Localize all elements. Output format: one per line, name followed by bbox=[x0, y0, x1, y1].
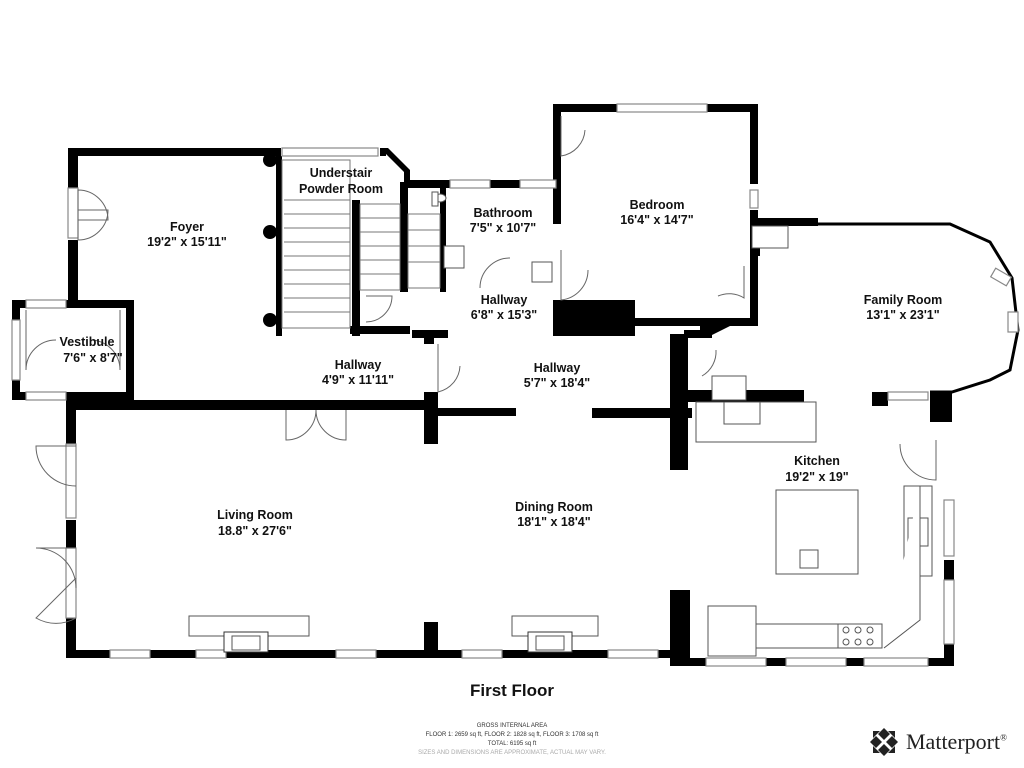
understair-name: Understair bbox=[310, 166, 373, 180]
bathroom-dims: 7'5" x 10'7" bbox=[470, 221, 537, 235]
powder-room-name: Powder Room bbox=[299, 182, 383, 196]
brand-logo: Matterport® bbox=[868, 726, 1007, 758]
doors bbox=[25, 116, 937, 624]
vestibule-dims: 7'6" x 8'7" bbox=[63, 351, 123, 365]
floor-title: First Floor bbox=[469, 681, 555, 700]
kitchen-name: Kitchen bbox=[794, 454, 840, 468]
family-room-name: Family Room bbox=[864, 293, 943, 307]
bedroom-name: Bedroom bbox=[630, 198, 685, 212]
bathroom-name: Bathroom bbox=[473, 206, 532, 220]
stairs bbox=[281, 159, 441, 329]
area-heading: GROSS INTERNAL AREA bbox=[476, 723, 548, 729]
area-floors: FLOOR 1: 2659 sq ft, FLOOR 2: 1828 sq ft… bbox=[425, 732, 599, 738]
foyer-name: Foyer bbox=[170, 220, 204, 234]
dining-room-name: Dining Room bbox=[515, 500, 593, 514]
area-total: TOTAL: 6195 sq ft bbox=[487, 741, 537, 747]
hallway-2-name: Hallway bbox=[335, 358, 382, 372]
vestibule-name: Vestibule bbox=[60, 335, 115, 349]
hallway-1-name: Hallway bbox=[481, 293, 528, 307]
living-room-dims: 18.8" x 27'6" bbox=[218, 524, 292, 538]
hallway-3-dims: 5'7" x 18'4" bbox=[524, 376, 591, 390]
dining-room-dims: 18'1" x 18'4" bbox=[517, 515, 590, 529]
gross-area-summary: GROSS INTERNAL AREA FLOOR 1: 2659 sq ft,… bbox=[0, 722, 1024, 758]
registered-mark: ® bbox=[1000, 732, 1007, 743]
hallway-2-dims: 4'9" x 11'11" bbox=[322, 373, 394, 387]
matterport-logo-icon bbox=[870, 728, 898, 756]
family-room-dims: 13'1" x 23'1" bbox=[866, 308, 939, 322]
bedroom-dims: 16'4" x 14'7" bbox=[620, 213, 693, 227]
hallway-3-name: Hallway bbox=[534, 361, 581, 375]
kitchen-dims: 19'2" x 19" bbox=[785, 470, 849, 484]
hallway-1-dims: 6'8" x 15'3" bbox=[471, 308, 538, 322]
area-disclaimer: SIZES AND DIMENSIONS ARE APPROXIMATE, AC… bbox=[418, 750, 606, 756]
brand-name: Matterport® bbox=[906, 729, 1007, 754]
foyer-dims: 19'2" x 15'11" bbox=[147, 235, 227, 249]
windows bbox=[11, 103, 1019, 667]
living-room-name: Living Room bbox=[217, 508, 293, 522]
fixtures bbox=[188, 191, 933, 657]
room-labels: Foyer 19'2" x 15'11" Understair Powder R… bbox=[60, 166, 943, 538]
